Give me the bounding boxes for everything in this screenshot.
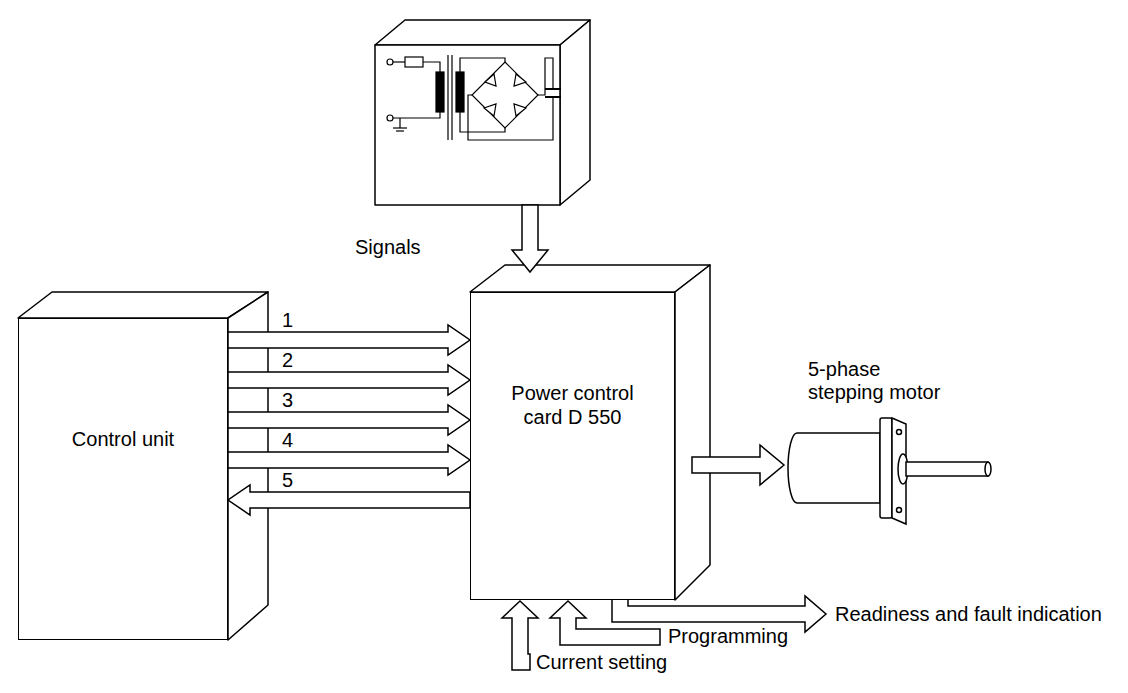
annotation-label: Programming bbox=[668, 625, 788, 648]
transformer-primary-coil bbox=[436, 72, 444, 112]
current-setting-arrow bbox=[502, 601, 538, 670]
power-supply-box bbox=[375, 45, 560, 205]
box-label: Control unit bbox=[72, 427, 174, 451]
signal-number: 3 bbox=[282, 389, 293, 412]
diode-symbol bbox=[484, 104, 496, 116]
wire bbox=[423, 62, 440, 72]
annotation-label: Readiness and fault indication bbox=[835, 603, 1102, 626]
shaft-end bbox=[985, 462, 991, 476]
diode-symbol bbox=[514, 104, 526, 116]
signal-arrow bbox=[228, 445, 470, 475]
terminal-symbol bbox=[387, 115, 393, 121]
ground-symbol bbox=[393, 127, 407, 128]
box-side-face bbox=[675, 265, 710, 600]
box-top-face bbox=[18, 292, 268, 318]
mounting-hole bbox=[897, 508, 902, 513]
signal-arrow bbox=[228, 365, 470, 395]
motor-body bbox=[788, 433, 880, 503]
box-top-face bbox=[375, 20, 590, 45]
signal-number: 4 bbox=[282, 429, 293, 452]
mounting-hole bbox=[897, 430, 902, 435]
process-box: Control unit bbox=[18, 318, 228, 640]
bridge-rectifier bbox=[472, 62, 538, 128]
motor-shaft bbox=[906, 462, 988, 476]
motor-arrow bbox=[692, 445, 784, 485]
stepping-motor bbox=[788, 418, 991, 524]
wire bbox=[552, 97, 553, 104]
wire bbox=[393, 61, 405, 62]
supply-arrow bbox=[512, 205, 548, 272]
signal-number: 2 bbox=[282, 349, 293, 372]
wire bbox=[552, 88, 553, 89]
transformer-core bbox=[451, 55, 452, 140]
signal-arrow bbox=[228, 485, 470, 515]
process-box: Power control card D 550 bbox=[470, 292, 675, 600]
transformer-core bbox=[447, 55, 448, 140]
signal-number: 1 bbox=[282, 309, 293, 332]
ground-symbol bbox=[396, 130, 404, 131]
annotation-label: Current setting bbox=[536, 651, 667, 674]
wire bbox=[393, 112, 440, 118]
annotation-label: 5-phase stepping motor bbox=[808, 358, 948, 404]
power-supply-schematic bbox=[387, 55, 561, 140]
signal-arrow bbox=[228, 325, 470, 355]
box-top-face bbox=[470, 265, 710, 292]
signal-number: 5 bbox=[282, 469, 293, 492]
box-faces bbox=[18, 20, 710, 640]
terminal-symbol bbox=[387, 59, 393, 65]
box-side-face bbox=[560, 20, 590, 205]
diode-symbol bbox=[485, 74, 496, 86]
ground-wire bbox=[399, 118, 400, 128]
annotation-label: Signals bbox=[355, 236, 421, 259]
wire bbox=[460, 58, 505, 72]
motor-flange bbox=[880, 418, 892, 518]
diode-symbol bbox=[514, 74, 526, 86]
transformer-secondary-coil bbox=[456, 72, 464, 112]
programming-arrow bbox=[550, 601, 660, 645]
box-label: Power control card D 550 bbox=[503, 381, 643, 429]
diode-symbols bbox=[484, 74, 526, 116]
wire bbox=[468, 95, 553, 140]
signal-arrow bbox=[228, 405, 470, 435]
capacitor-plate bbox=[545, 88, 561, 90]
resistor-symbol bbox=[405, 57, 423, 67]
